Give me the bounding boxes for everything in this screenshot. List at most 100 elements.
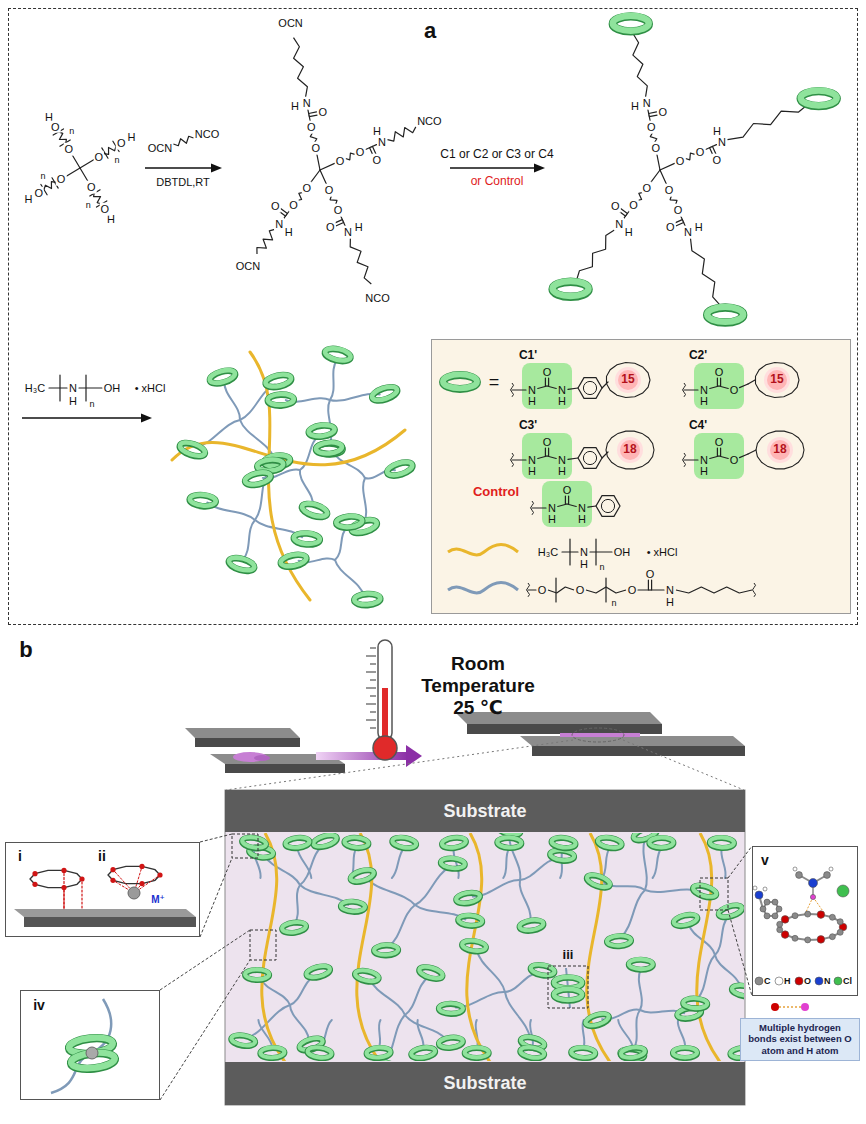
- bond-line: [548, 378, 549, 386]
- atom-label: O: [675, 155, 686, 168]
- bond-line: [548, 448, 549, 456]
- polymer-strand: [262, 833, 285, 1061]
- ring-body: [673, 912, 699, 927]
- atom-label: O: [56, 173, 67, 186]
- polymer-chain: [503, 848, 509, 878]
- crown-ring: [241, 835, 266, 849]
- bond-line: [675, 220, 682, 223]
- hydrogen-atom: [753, 886, 757, 890]
- bond-line: [649, 112, 657, 114]
- polymer-chain: [224, 382, 240, 420]
- ring-body: [710, 837, 734, 848]
- atom-label: NCO: [194, 128, 220, 141]
- thermometer-liquid: [382, 688, 388, 740]
- atom-label: O: [730, 454, 739, 467]
- atom-label: N: [614, 218, 624, 231]
- aromatic-circle: [583, 451, 596, 464]
- atom-label: H: [630, 99, 640, 112]
- equals-sign: =: [489, 372, 500, 393]
- atom-label: O: [730, 384, 739, 397]
- bond-line: [63, 873, 64, 909]
- ring-edge: [550, 849, 575, 861]
- bond-line: [555, 578, 556, 602]
- carbon-atom: [772, 913, 778, 919]
- ring-edge: [344, 837, 369, 849]
- crown-ring: [629, 959, 653, 970]
- atom-label: H: [694, 221, 704, 234]
- carbon-atom: [760, 906, 766, 912]
- ring-body: [465, 1047, 489, 1057]
- atom-label: N: [700, 384, 708, 397]
- crown-ring: [280, 552, 308, 569]
- atom-label: O: [563, 484, 572, 497]
- crown-ring: [530, 963, 555, 978]
- atom-label: H: [284, 225, 294, 238]
- atom-label: O: [628, 199, 639, 212]
- polymer-chain: [389, 905, 415, 946]
- highlight: [522, 363, 572, 409]
- substrate-front: [24, 917, 196, 927]
- ring-body: [673, 1047, 697, 1057]
- bond-line: [684, 389, 698, 390]
- ring-body: [629, 959, 653, 969]
- adhesive-drop: [254, 755, 270, 761]
- bond-line: [532, 507, 546, 508]
- crown-ring: [268, 394, 294, 407]
- chain-line: [690, 238, 721, 307]
- crown-ring: [439, 1003, 463, 1014]
- ring-body: [571, 1047, 596, 1059]
- ring-body: [692, 883, 718, 899]
- tick: [366, 719, 376, 720]
- crown-ring: [308, 424, 335, 438]
- atom-label: H: [580, 558, 588, 571]
- atom-label: O: [317, 106, 328, 119]
- atom-key: [775, 977, 783, 985]
- atom-label: N: [558, 384, 566, 397]
- ring-edge: [324, 347, 352, 363]
- plate-front: [532, 746, 745, 756]
- atom-label: O: [94, 150, 105, 163]
- polymer-chain: [265, 856, 300, 885]
- oxygen-atom: [157, 872, 162, 877]
- ring-body: [228, 555, 256, 573]
- tick: [366, 671, 376, 672]
- bond-line: [139, 886, 141, 888]
- ring-body: [597, 836, 622, 850]
- compound-label: C4': [689, 419, 707, 433]
- nitrogen-atom: [809, 879, 818, 888]
- crown-ring: [458, 914, 483, 926]
- ring-body: [354, 593, 381, 606]
- atom-label: H: [354, 221, 364, 234]
- polymer-chain: [298, 848, 312, 878]
- ring-body: [349, 867, 375, 883]
- polymer-chain: [639, 970, 642, 1010]
- ring-body: [554, 989, 582, 1000]
- ring-body: [386, 459, 414, 477]
- crown-ring: [620, 1046, 645, 1060]
- chain-line: [44, 182, 56, 190]
- crown-ring: [307, 1046, 332, 1059]
- atom-label: O: [302, 181, 313, 194]
- substrate-label: Substrate: [443, 801, 526, 822]
- atom-label: O: [610, 200, 621, 213]
- bond-line: [651, 580, 652, 590]
- bond-line: [660, 170, 667, 185]
- oxygen-atom: [61, 868, 66, 873]
- crown-ring: [710, 837, 734, 848]
- crown-ring: [392, 836, 417, 850]
- atom-label: H: [528, 395, 536, 408]
- tick: [370, 663, 376, 664]
- tick: [370, 727, 376, 728]
- atom-label: N: [700, 454, 708, 467]
- ring-edge: [341, 901, 366, 912]
- compound-label: C1': [519, 349, 537, 363]
- atom-label: O: [333, 204, 344, 217]
- atom-label: OH: [103, 382, 122, 395]
- hydrogen-atom: [793, 867, 797, 871]
- bond-line: [567, 504, 576, 507]
- bond-line: [545, 378, 546, 386]
- inset-box-art: [753, 847, 859, 997]
- ring-edge: [607, 936, 632, 947]
- atom-label: n: [113, 155, 120, 165]
- atom-label: H: [558, 465, 566, 478]
